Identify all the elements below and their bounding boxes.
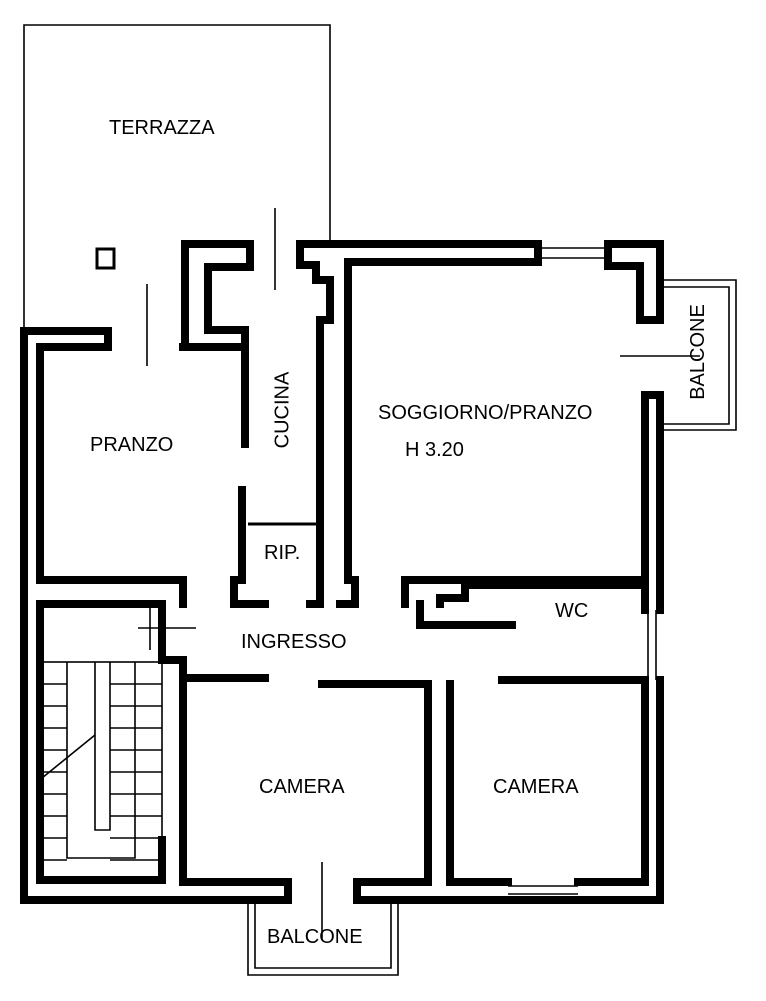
room-label-ingresso: INGRESSO bbox=[241, 631, 347, 653]
room-label-terrazza: TERRAZZA bbox=[109, 117, 215, 139]
room-label-camera-right: CAMERA bbox=[493, 776, 579, 798]
room-label-ripostiglio: RIP. bbox=[264, 542, 301, 564]
room-height-label: H 3.20 bbox=[405, 439, 464, 461]
interior-walls bbox=[36, 246, 656, 886]
staircase bbox=[39, 606, 196, 881]
terrace-outline bbox=[23, 24, 331, 366]
room-label-pranzo: PRANZO bbox=[90, 434, 174, 456]
balcony-bottom bbox=[247, 862, 399, 976]
room-label-camera-left: CAMERA bbox=[259, 776, 345, 798]
room-label-soggiorno: SOGGIORNO/PRANZO bbox=[378, 402, 593, 424]
outer-walls bbox=[20, 240, 664, 904]
room-label-balcone-bottom: BALCONE bbox=[267, 926, 363, 948]
balcony-right bbox=[620, 279, 737, 431]
room-label-cucina: CUCINA bbox=[271, 371, 294, 449]
room-label-balcone-right: BALCONE bbox=[686, 304, 709, 400]
windows bbox=[508, 247, 657, 895]
terrace-column bbox=[95, 247, 116, 270]
room-label-wc: WC bbox=[555, 600, 589, 622]
